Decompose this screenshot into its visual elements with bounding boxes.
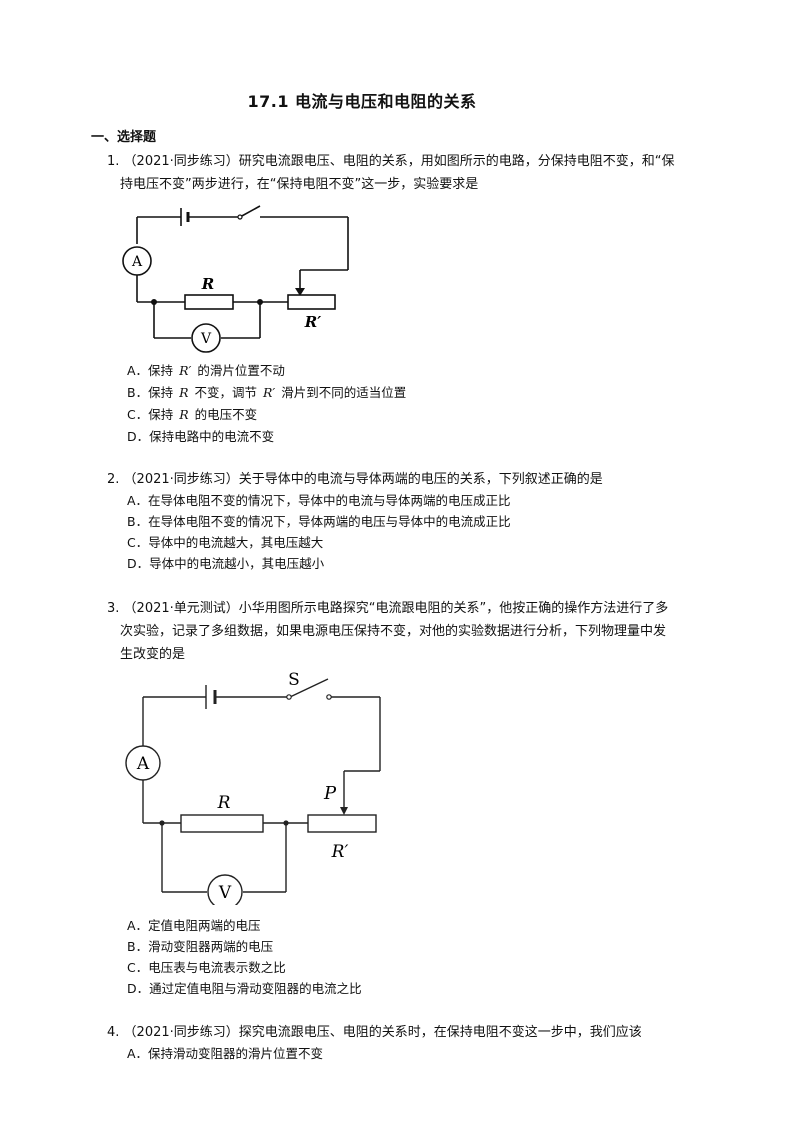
question-number: 1.	[107, 154, 120, 169]
ammeter-label: A	[136, 754, 150, 774]
question-number: 3.	[107, 601, 120, 616]
question-text-line-2: 持电压不变”两步进行，在“保持电阻不变”这一步，实验要求是	[120, 177, 479, 192]
question-text: 探究电流跟电压、电阻的关系时，在保持电阻不变这一步中，我们应该	[238, 1025, 642, 1040]
q2-option-d[interactable]: D．导体中的电流越小，其电压越小	[127, 556, 325, 571]
question-source: （2021·同步练习）	[123, 1025, 239, 1040]
ammeter-symbol	[125, 745, 161, 781]
q2-option-b[interactable]: B．在导体电阻不变的情况下，导体两端的电压与导体中的电流成正比	[127, 514, 511, 529]
q3-option-d[interactable]: D．通过定值电阻与滑动变阻器的电流之比	[127, 981, 362, 996]
question-1: 1. （2021·同步练习）研究电流跟电压、电阻的关系，用如图所示的电路，分保持…	[107, 151, 707, 173]
q2-option-a[interactable]: A．在导体电阻不变的情况下，导体中的电流与导体两端的电压成正比	[127, 493, 511, 508]
question-3: 3. （2021·单元测试）小华用图所示电路探究“电流跟电阻的关系”，他按正确的…	[107, 598, 707, 620]
question-2: 2. （2021·同步练习）关于导体中的电流与导体两端的电压的关系，下列叙述正确…	[107, 469, 707, 491]
resistor-label: R	[217, 793, 231, 813]
question-1-line-2: 持电压不变”两步进行，在“保持电阻不变”这一步，实验要求是	[120, 174, 720, 196]
voltmeter-symbol	[191, 323, 221, 353]
q3-option-c[interactable]: C．电压表与电流表示数之比	[127, 960, 286, 975]
switch-label: S	[288, 670, 300, 690]
voltmeter-symbol	[207, 874, 243, 905]
question-source: （2021·同步练习）	[123, 472, 239, 487]
q3-option-b[interactable]: B．滑动变阻器两端的电压	[127, 939, 274, 954]
question-source: （2021·同步练习）	[123, 154, 239, 169]
q3-option-a[interactable]: A．定值电阻两端的电压	[127, 918, 261, 933]
voltmeter-label: V	[218, 883, 232, 903]
resistor-symbol	[180, 814, 264, 833]
resistor-symbol	[184, 294, 234, 310]
question-text-line-1: 研究电流跟电压、电阻的关系，用如图所示的电路，分保持电阻不变，和“保	[238, 154, 675, 169]
q2-option-c[interactable]: C．导体中的电流越大，其电压越大	[127, 535, 324, 550]
circuit-diagram-1: A R R′ V	[122, 205, 349, 353]
slider-label: P	[323, 783, 337, 804]
ammeter-symbol	[122, 246, 152, 276]
question-number: 2.	[107, 472, 120, 487]
rheostat-label: R′	[304, 313, 321, 331]
voltmeter-label: V	[200, 331, 212, 347]
question-text: 关于导体中的电流与导体两端的电压的关系，下列叙述正确的是	[238, 472, 603, 487]
question-3-line-2: 次实验，记录了多组数据，如果电源电压保持不变，对他的实验数据进行分析，下列物理量…	[120, 624, 667, 639]
section-heading: 一、选择题	[91, 130, 157, 145]
q1-option-d[interactable]: D．保持电路中的电流不变	[127, 429, 275, 444]
question-4: 4. （2021·同步练习）探究电流跟电压、电阻的关系时，在保持电阻不变这一步中…	[107, 1022, 707, 1044]
page-title: 17.1 电流与电压和电阻的关系	[247, 92, 477, 111]
question-3-line-3: 生改变的是	[120, 647, 186, 662]
circuit-diagram-3: S A R P R′ V	[125, 670, 381, 905]
question-text-line-1: 小华用图所示电路探究“电流跟电阻的关系”，他按正确的操作方法进行了多	[238, 601, 669, 616]
rheostat-label: R′	[331, 842, 349, 862]
q4-option-a[interactable]: A．保持滑动变阻器的滑片位置不变	[127, 1046, 324, 1061]
ammeter-label: A	[131, 254, 143, 270]
resistor-label: R	[201, 275, 214, 293]
question-source: （2021·单元测试）	[123, 601, 239, 616]
question-number: 4.	[107, 1025, 120, 1040]
rheostat-symbol	[287, 294, 336, 310]
rheostat-symbol	[307, 814, 377, 833]
